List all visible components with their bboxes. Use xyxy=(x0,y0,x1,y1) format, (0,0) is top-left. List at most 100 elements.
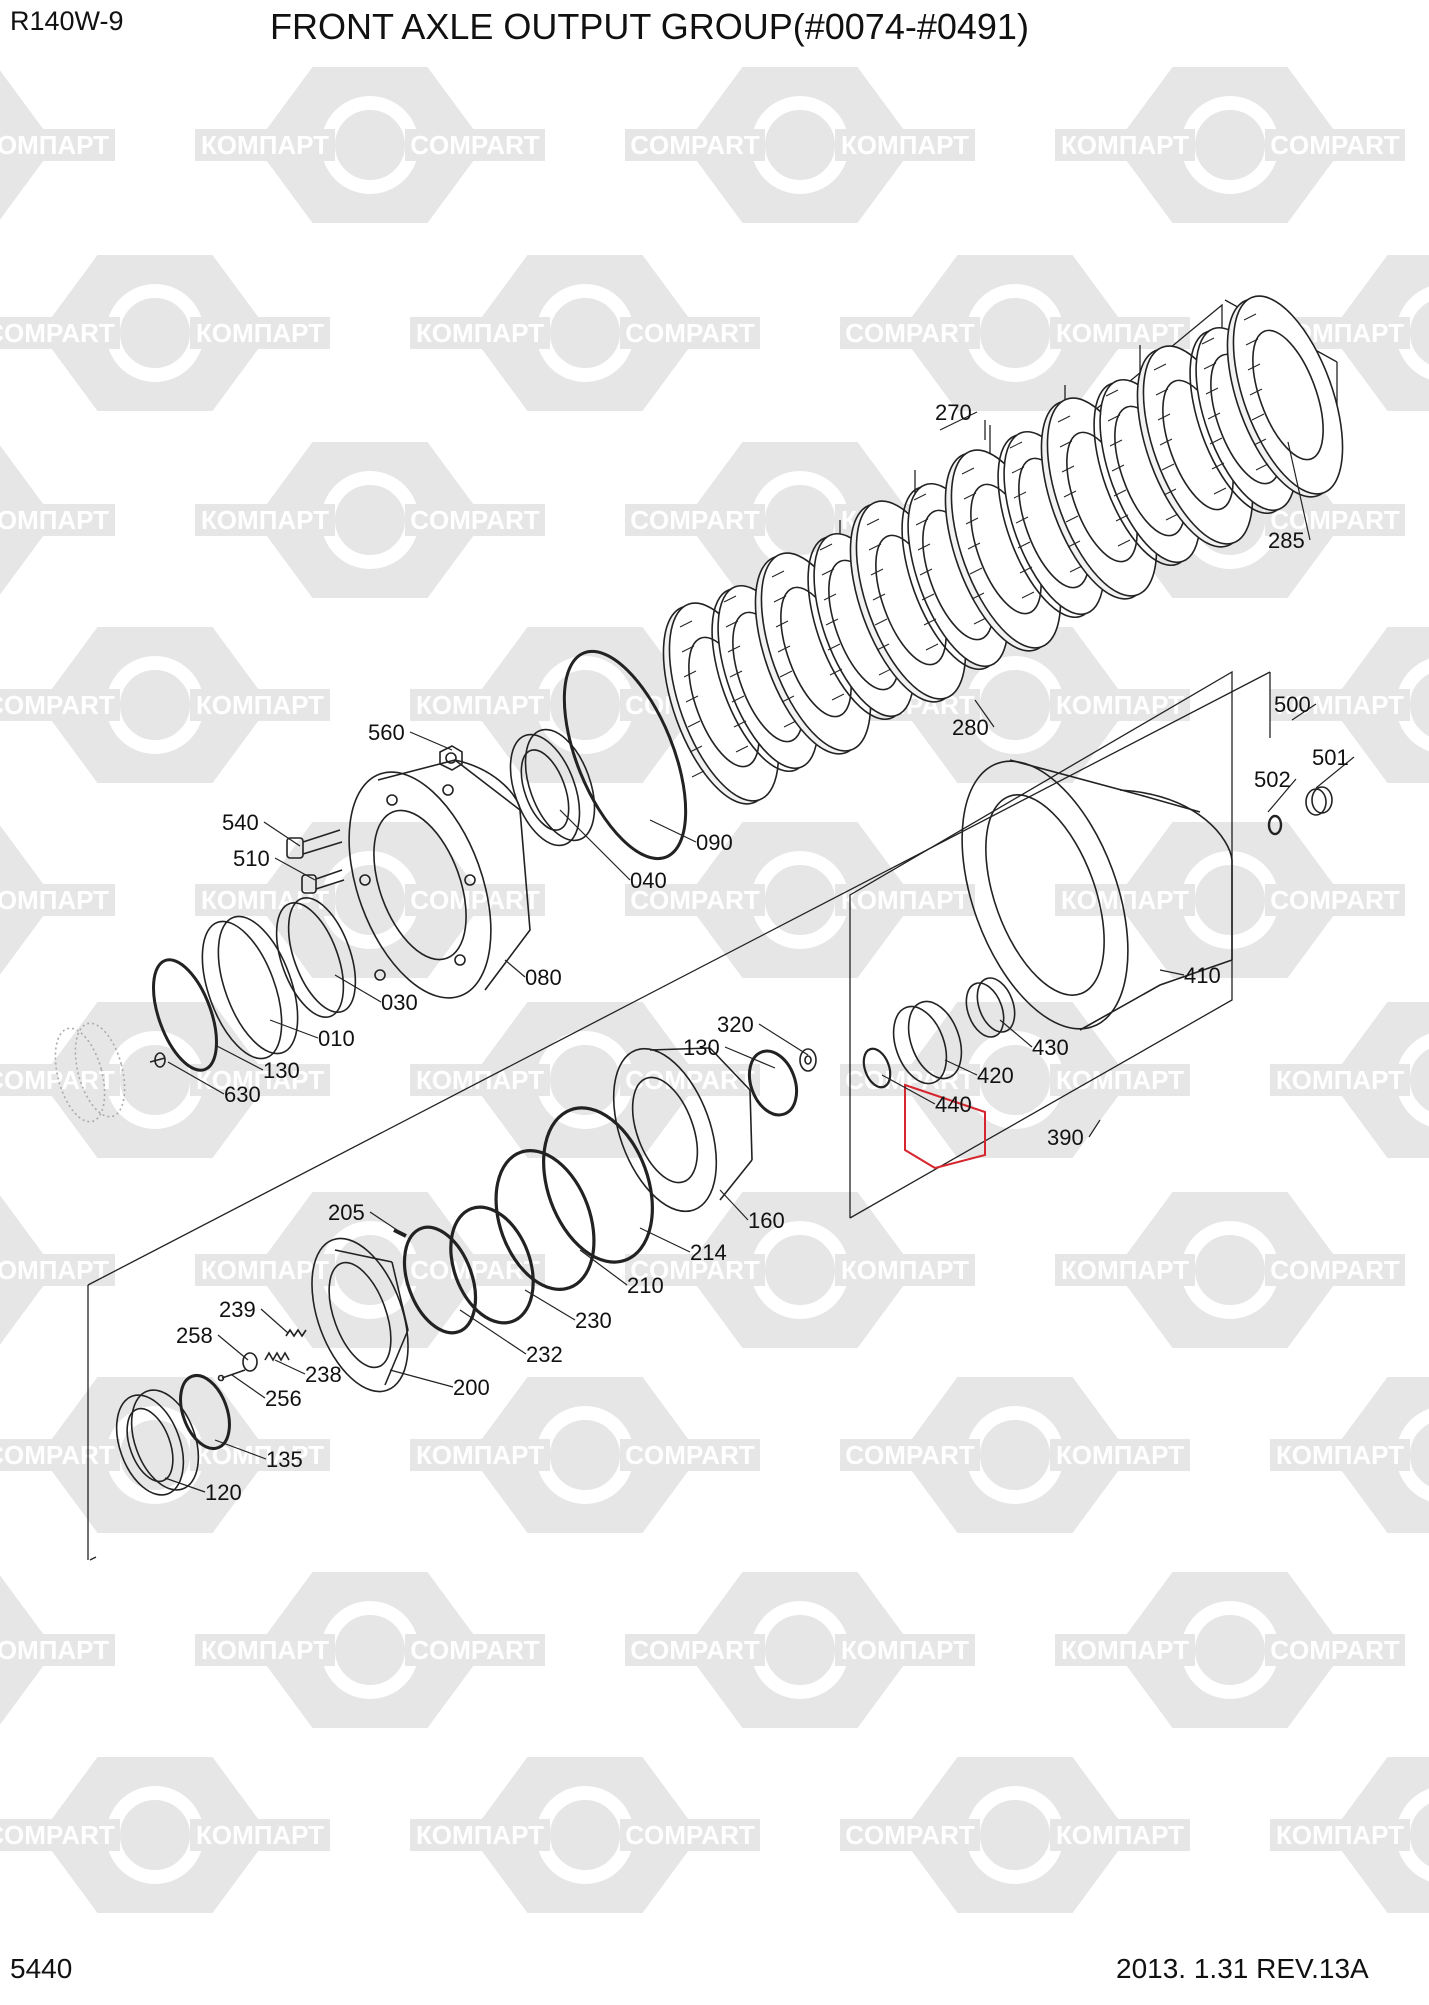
leader-line xyxy=(260,1308,289,1334)
part-label-440: 440 xyxy=(935,1092,972,1117)
page-title: FRONT AXLE OUTPUT GROUP(#0074-#0491) xyxy=(270,6,1029,47)
leader-line xyxy=(1291,703,1317,721)
ring-440 xyxy=(862,1047,892,1089)
leader-line xyxy=(164,1477,206,1493)
leader-line xyxy=(214,1044,264,1071)
watermark-text: КОМПАРТ xyxy=(416,1820,544,1850)
o-ring-130-left xyxy=(152,958,218,1072)
watermark-text: КОМПАРТ xyxy=(1056,318,1184,348)
leader-line xyxy=(263,821,301,847)
part-label-320: 320 xyxy=(717,1012,754,1037)
part-labels: 2702852805005015025600905405100400800300… xyxy=(176,400,1349,1505)
o-ring-232 xyxy=(402,1225,478,1335)
watermark-text: КОМПАРТ xyxy=(196,1820,324,1850)
o-ring-130-right xyxy=(747,1049,799,1117)
watermark-tile: КОМПАРТ COMPART xyxy=(1055,67,1405,223)
watermark-text: COMPART xyxy=(630,885,760,915)
watermark-text: COMPART xyxy=(1270,130,1400,160)
leader-line xyxy=(999,1019,1033,1048)
piston-160 xyxy=(612,1047,753,1213)
leader-line xyxy=(649,819,697,843)
part-label-232: 232 xyxy=(526,1342,563,1367)
watermark-tile: COMPART КОМПАРТ xyxy=(0,1757,330,1913)
watermark-tile: КОМПАРТ COMPART xyxy=(1055,1192,1405,1348)
part-label-501: 501 xyxy=(1312,745,1349,770)
leader-line xyxy=(274,1359,306,1375)
washer-320 xyxy=(799,1048,817,1072)
part-label-430: 430 xyxy=(1032,1035,1069,1060)
watermark-text: COMPART xyxy=(625,1440,755,1470)
watermark-text: КОМПАРТ xyxy=(0,505,109,535)
spring-239 xyxy=(285,1328,307,1338)
part-label-510: 510 xyxy=(233,846,270,871)
part-label-205: 205 xyxy=(328,1200,365,1225)
leader-line xyxy=(274,857,316,881)
watermark-text: КОМПАРТ xyxy=(1061,885,1189,915)
part-label-410: 410 xyxy=(1184,963,1221,988)
part-label-080: 080 xyxy=(525,965,562,990)
revision-date: 2013. 1.31 REV.13A xyxy=(1116,1953,1369,1984)
part-label-030: 030 xyxy=(381,990,418,1015)
part-label-420: 420 xyxy=(977,1063,1014,1088)
pin-205 xyxy=(393,1228,407,1238)
watermark-text: COMPART xyxy=(1270,1255,1400,1285)
clutch-plate xyxy=(1040,397,1158,600)
drawing-layer xyxy=(54,295,1344,1561)
part-label-210: 210 xyxy=(627,1273,664,1298)
watermark-text: COMPART xyxy=(0,318,115,348)
watermark-text: КОМПАРТ xyxy=(0,130,109,160)
watermark-text: COMPART xyxy=(410,505,540,535)
watermark-text: КОМПАРТ xyxy=(1056,690,1184,720)
watermark-text: COMPART xyxy=(410,1635,540,1665)
leader-line xyxy=(579,1249,628,1286)
leader-line xyxy=(217,1334,249,1361)
part-label-285: 285 xyxy=(1268,528,1305,553)
page-number: 5440 xyxy=(10,1953,73,1984)
leader-line xyxy=(639,1227,691,1253)
plug-258 xyxy=(242,1352,258,1372)
leader-line xyxy=(1159,969,1185,976)
watermark-text: КОМПАРТ xyxy=(1061,130,1189,160)
watermark-text: COMPART xyxy=(630,505,760,535)
part-label-630: 630 xyxy=(224,1082,261,1107)
watermark-text: КОМПАРТ xyxy=(196,690,324,720)
spring-238 xyxy=(264,1351,290,1362)
leader-line xyxy=(1287,441,1311,541)
leader-line xyxy=(1315,756,1355,789)
leader-line xyxy=(504,959,526,978)
watermark-text: COMPART xyxy=(630,1255,760,1285)
o-ring-135 xyxy=(179,1374,231,1450)
watermark-text: COMPART xyxy=(845,1440,975,1470)
watermark-text: КОМПАРТ xyxy=(0,885,109,915)
seal-010 xyxy=(201,915,299,1060)
watermark-text: COMPART xyxy=(0,1820,115,1850)
watermark-text: КОМПАРТ xyxy=(1061,1255,1189,1285)
clutch-plate-stack xyxy=(662,295,1344,805)
pin-256 xyxy=(217,1369,246,1382)
watermark-layer: COMPART КОМПАРТ КОМПАРТ COMPART COMPART КОМПА… xyxy=(0,67,1429,1913)
watermark-text: КОМПАРТ xyxy=(416,1065,544,1095)
watermark-text: КОМПАРТ xyxy=(1056,1065,1184,1095)
part-label-390: 390 xyxy=(1047,1125,1084,1150)
watermark-text: КОМПАРТ xyxy=(1276,690,1404,720)
model-number: R140W-9 xyxy=(10,6,124,36)
leader-line xyxy=(974,699,995,728)
watermark-text: COMPART xyxy=(1270,505,1400,535)
watermark-text: КОМПАРТ xyxy=(1276,1820,1404,1850)
